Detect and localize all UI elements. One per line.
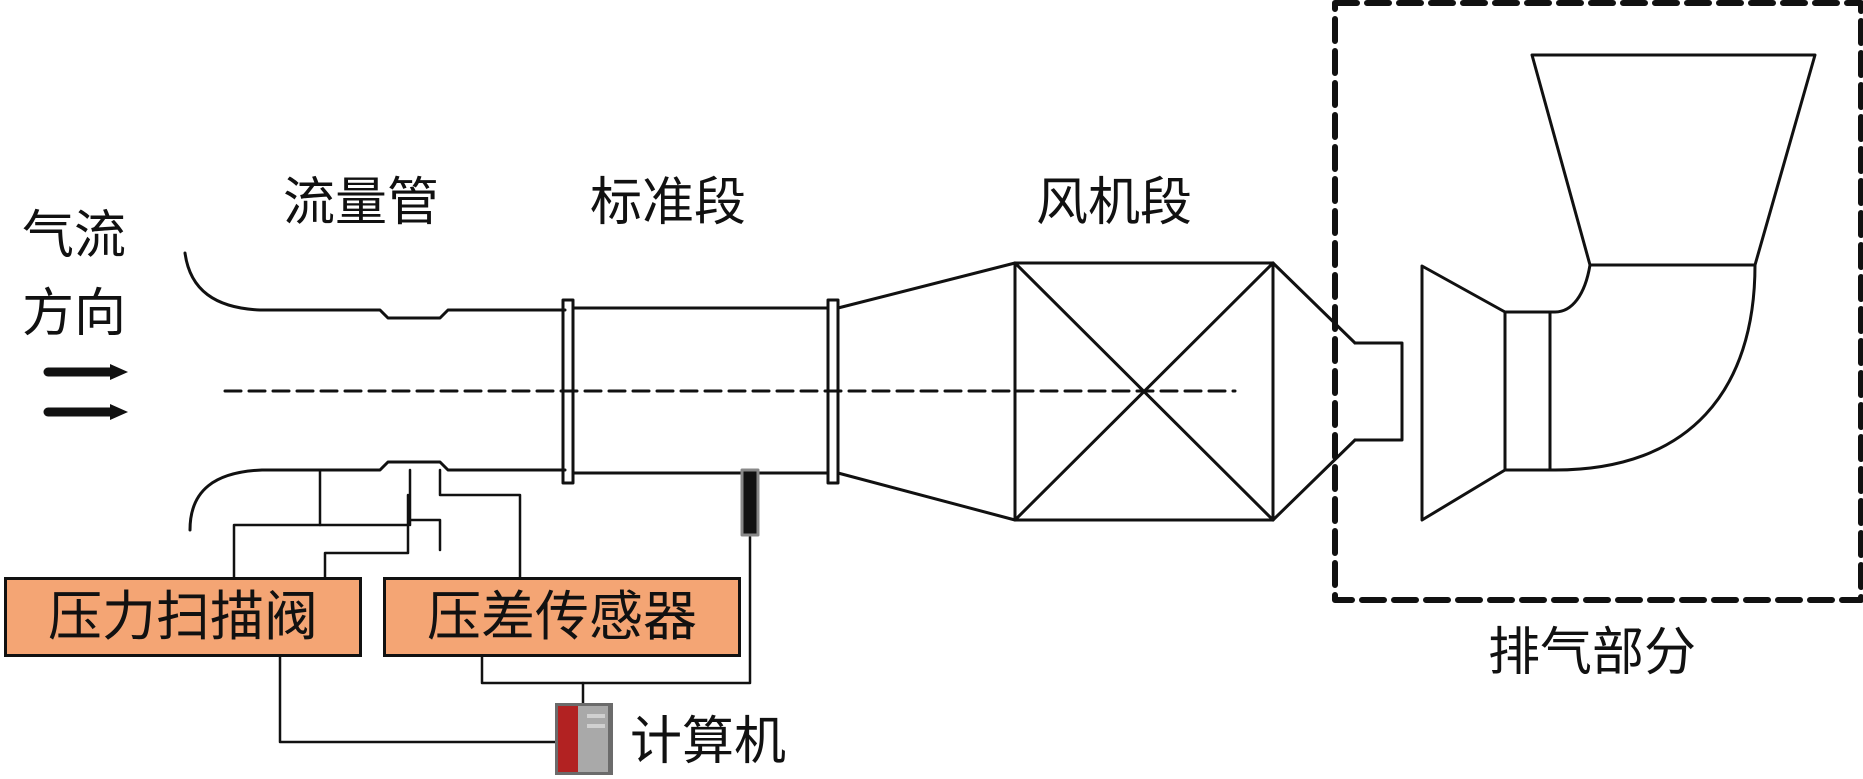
differential-pressure-sensor-box: 压差传感器: [383, 577, 741, 657]
exhaust-section-label: 排气部分: [1488, 623, 1697, 683]
flow-tube-label: 流量管: [283, 173, 440, 233]
probe-icon: [740, 468, 760, 537]
standard-section-label: 标准段: [590, 173, 747, 233]
airflow-direction-label-1: 气流: [22, 206, 127, 266]
diffuser-shape: [836, 261, 1017, 522]
standard-section-shape: [571, 306, 830, 475]
pressure-scanner-label: 压力扫描阀: [48, 585, 318, 648]
airflow-direction-label-2: 方向: [22, 284, 127, 344]
differential-pressure-sensor-label: 压差传感器: [427, 585, 697, 648]
pressure-scanner-box: 压力扫描阀: [4, 577, 362, 657]
signal-cables: [278, 535, 752, 744]
airflow-arrows-icon: [43, 364, 128, 420]
contraction-shape: [1271, 261, 1404, 522]
fan-section-label: 风机段: [1036, 173, 1193, 233]
computer-icon: [555, 703, 613, 775]
exhaust-assembly: [1420, 53, 1817, 522]
exhaust-frame: [1332, 0, 1863, 603]
flow-tube-shape: [183, 251, 567, 532]
computer-label: 计算机: [630, 712, 787, 772]
pressure-tubing: [232, 468, 522, 579]
